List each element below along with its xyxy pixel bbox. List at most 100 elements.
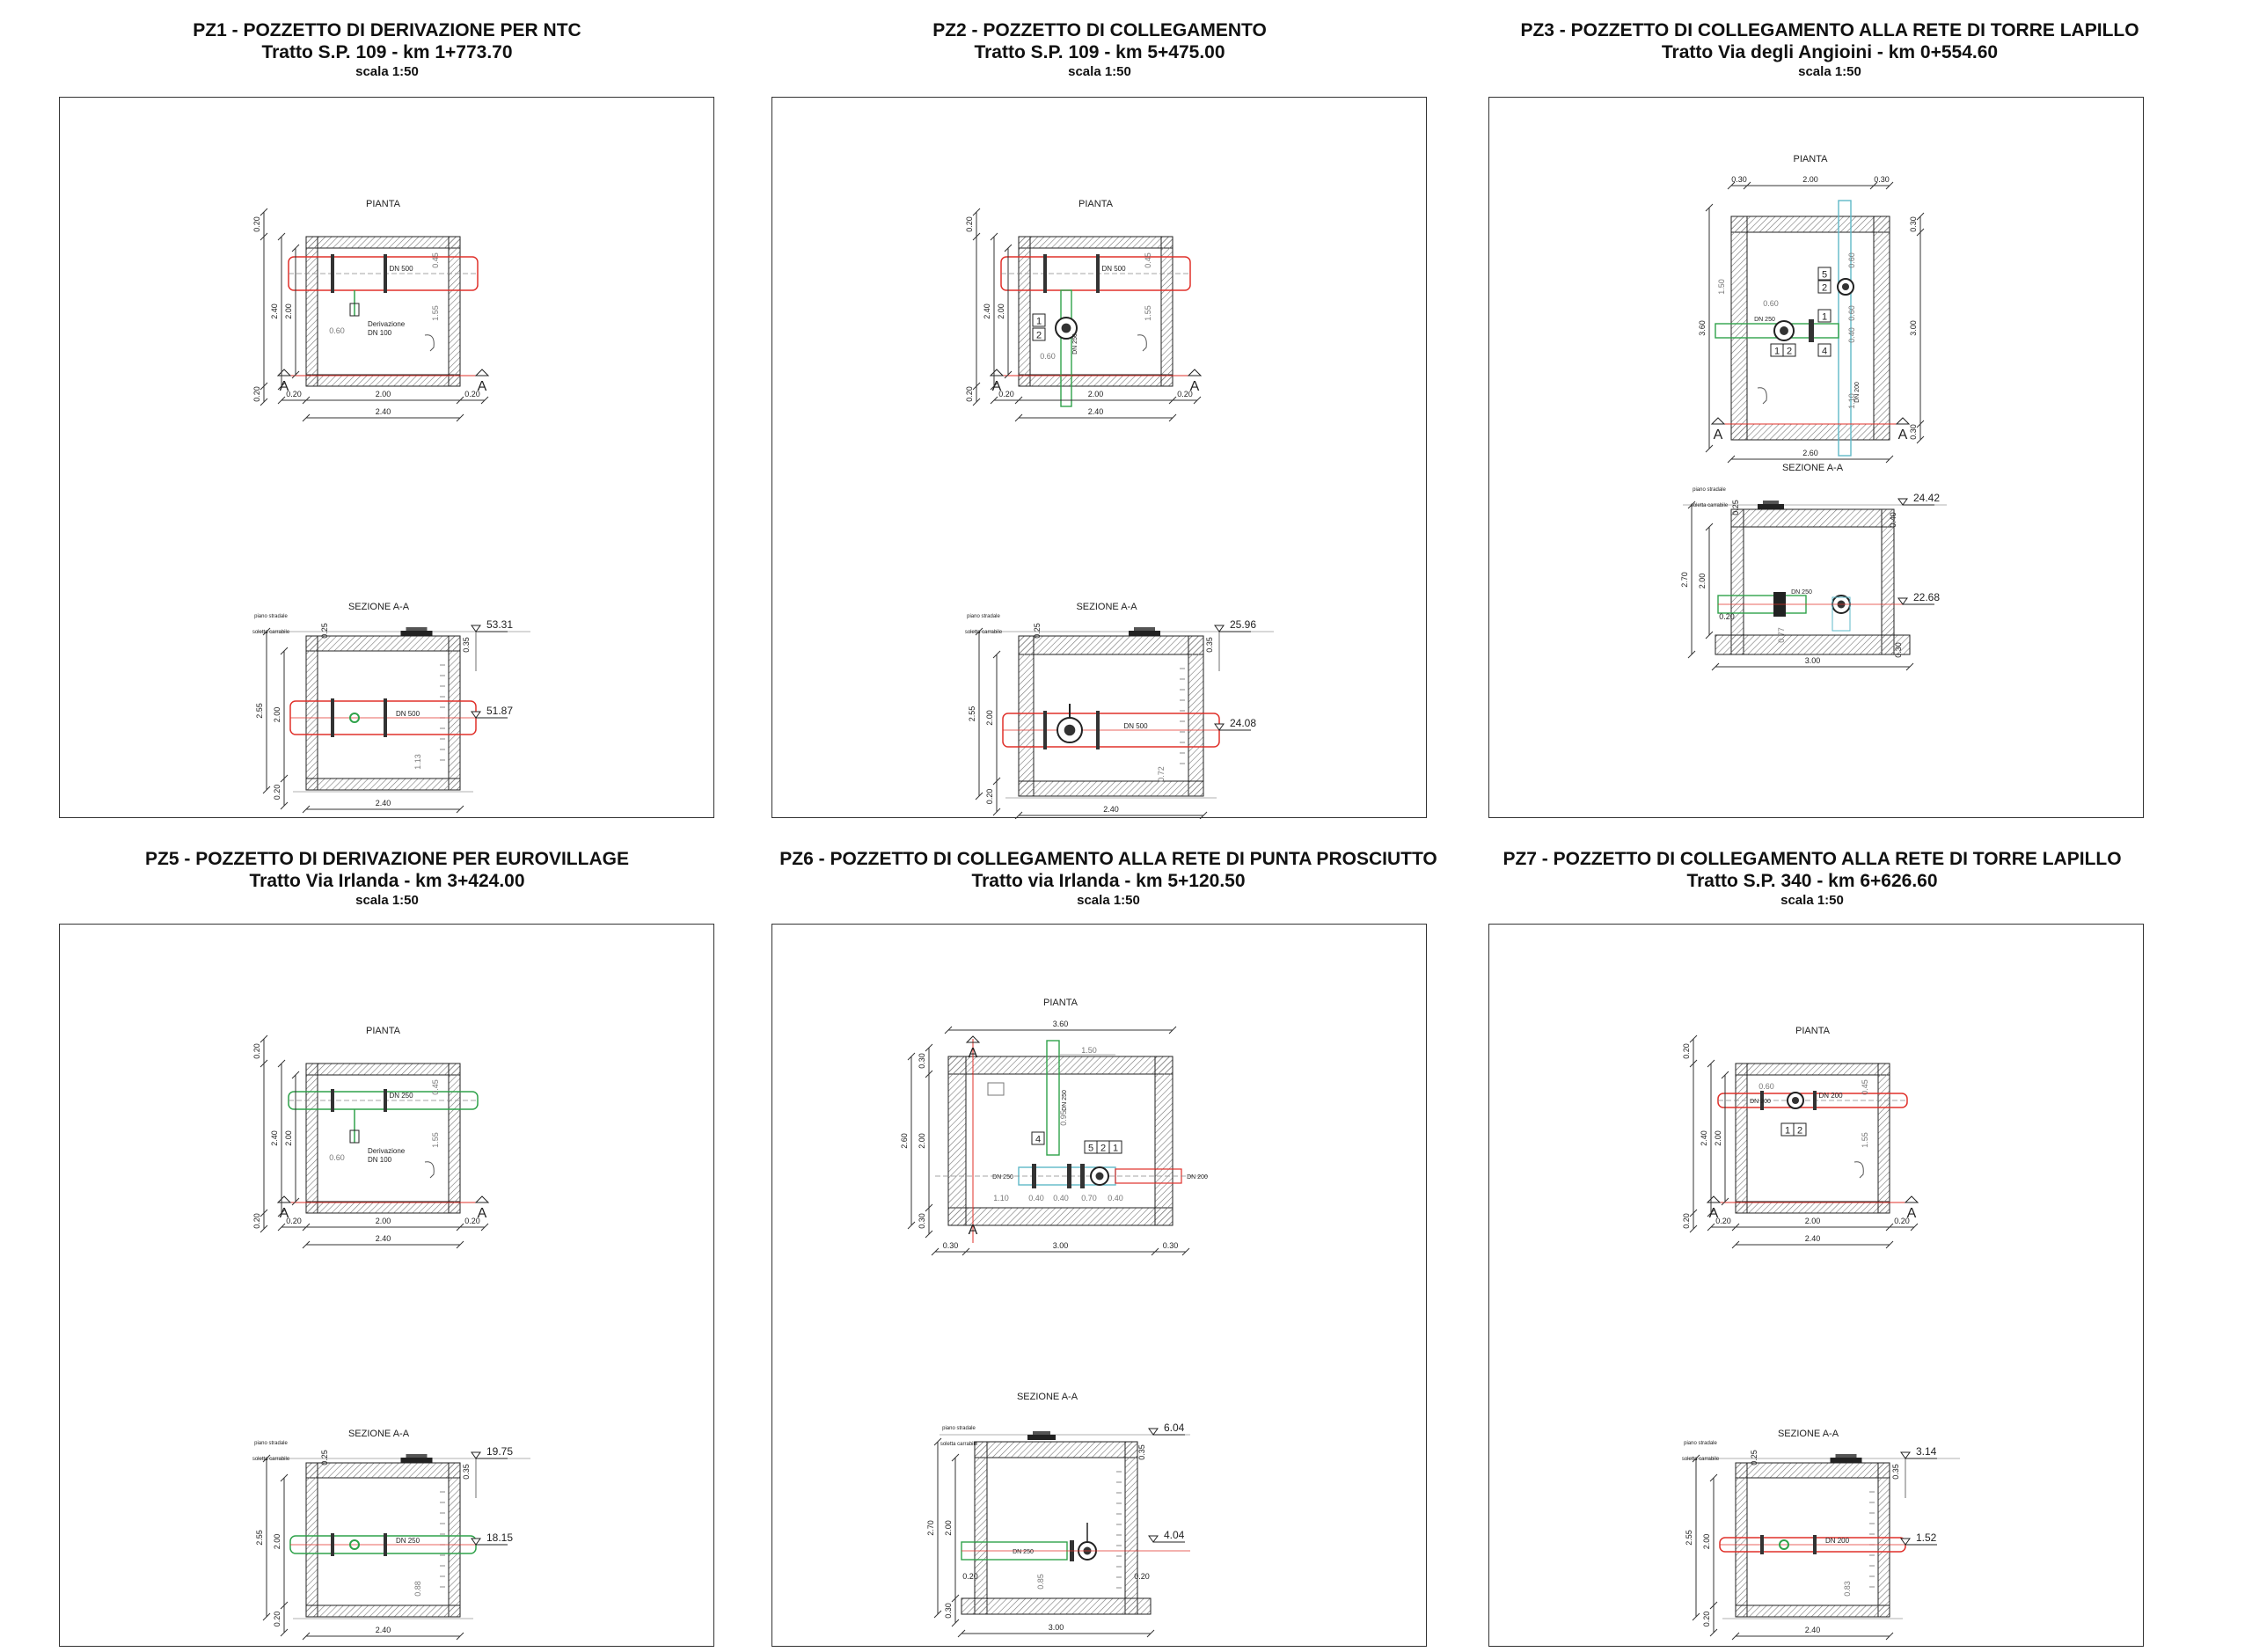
section-flange <box>384 698 387 737</box>
section-pipe-label: DN 500 <box>1123 722 1148 730</box>
offset-dim: 0.60 <box>1763 299 1779 308</box>
plan-vdim-total-tick <box>1707 1059 1715 1068</box>
panel-pz7: PZ7 - POZZETTO DI COLLEGAMENTO ALLA RETE… <box>1478 846 2146 1651</box>
section-label: SEZIONE A-A <box>348 602 410 612</box>
item-tag-number: 4 <box>1035 1135 1041 1145</box>
level-top-triangle <box>1900 1451 1911 1459</box>
plan-vdim-inner-label: 2.00 <box>284 1130 293 1146</box>
plan-vdim-tick <box>972 398 981 406</box>
level-pipe-triangle <box>1214 723 1225 731</box>
step-symbol <box>1854 1161 1864 1179</box>
item-tag-number: 5 <box>1822 270 1827 281</box>
wall-hatch <box>1018 635 1204 655</box>
plan-vdim-inner-tick <box>1721 1197 1729 1206</box>
side-dim: 0.20 <box>1719 612 1735 621</box>
plan-vdim-right-label: 0.30 <box>1909 216 1918 232</box>
plan-label: PIANTA <box>366 1026 401 1036</box>
item-tag-box <box>1031 1131 1045 1145</box>
plan-hdim-top-label: 0.30 <box>1874 175 1890 184</box>
slab-dim: 0.35 <box>462 1464 471 1480</box>
offset-dim: 0.60 <box>1040 352 1056 361</box>
wall-hatch <box>305 1063 461 1076</box>
panel-scale: scala 1:50 <box>355 64 419 79</box>
section-interior <box>317 650 450 779</box>
plan-hdim-top-tick <box>1869 181 1878 190</box>
plan-vdim-right-tick <box>1916 212 1925 221</box>
plan-hdim-label: 0.20 <box>286 1217 302 1225</box>
wall-hatch <box>947 1056 1174 1075</box>
section-vdim-total-tick <box>975 627 983 636</box>
panel-scale: scala 1:50 <box>355 893 419 908</box>
level-pipe-triangle <box>1900 1538 1911 1546</box>
plan-vdim-total-tick <box>907 1052 916 1061</box>
manhole-frame <box>1033 1431 1050 1435</box>
section-hdim-tick <box>456 805 464 814</box>
bottom-dim: 0.30 <box>1894 642 1903 658</box>
pipe-height-dim: 0.83 <box>1843 1581 1852 1597</box>
side-dim-left: 0.20 <box>962 1572 978 1581</box>
plan-hdim-top-label: 2.00 <box>1802 175 1818 184</box>
section-vdim-total-label: 2.55 <box>255 1530 264 1546</box>
wall-hatch <box>305 1063 318 1214</box>
section-flange <box>384 1533 387 1556</box>
wall-hatch <box>448 1063 461 1214</box>
plan-vdim-inner-label: 2.00 <box>284 303 293 319</box>
plan-vdim-inner-tick <box>291 370 300 379</box>
section-label: SEZIONE A-A <box>1782 463 1844 473</box>
wall-hatch <box>305 236 461 249</box>
section-flange <box>1813 1535 1817 1554</box>
level-top-value: 53.31 <box>486 618 513 631</box>
wall-hatch <box>1881 508 1895 655</box>
plan-hdim-tick <box>1885 1223 1894 1232</box>
axis-dim-a: 1.50 <box>1717 279 1726 295</box>
wall-hatch <box>1730 216 1748 441</box>
plan-vdim-total-tick <box>1707 1209 1715 1217</box>
outlet-pipe-label: DN 200 <box>1187 1174 1208 1181</box>
panel-pz6: PZ6 - POZZETTO DI COLLEGAMENTO ALLA RETE… <box>757 846 1460 1651</box>
chamber-interior <box>1029 247 1162 376</box>
plan-hdim-total-tick <box>1014 413 1023 422</box>
pipe-flange <box>1080 1164 1085 1188</box>
panel-subtitle: Tratto Via Irlanda - km 3+424.00 <box>249 871 525 891</box>
plan-vdim-total-tick <box>277 232 286 241</box>
valve-hub <box>1064 724 1076 736</box>
plan-vdim-tick <box>260 382 268 391</box>
cover-dim: 0.25 <box>1033 623 1042 639</box>
section-mark-letter: A <box>969 1046 978 1061</box>
wall-hatch <box>1735 1462 1890 1479</box>
wall-hatch <box>1124 1441 1138 1615</box>
level-pipe-triangle <box>1897 597 1908 605</box>
axis-dim-a: 1.55 <box>1144 305 1152 321</box>
section-vdim-total-tick <box>1692 1454 1700 1463</box>
panel-title: PZ7 - POZZETTO DI COLLEGAMENTO ALLA RETE… <box>1503 849 2122 869</box>
section-vdim-total-tick <box>262 1612 271 1621</box>
plan-hdim-tick <box>277 1223 286 1232</box>
level-top-value: 6.04 <box>1164 1422 1185 1434</box>
plan-vdim-tick <box>1689 1034 1698 1043</box>
section-vdim-total-label: 2.55 <box>255 703 264 719</box>
item-tag-number: 2 <box>1036 331 1042 341</box>
road-label: piano stradale <box>942 1426 976 1431</box>
step-symbol <box>424 334 435 352</box>
step-symbol <box>1137 334 1147 352</box>
manhole-cover <box>400 1458 433 1463</box>
section-arrow <box>1187 369 1203 376</box>
step-symbol <box>424 1161 435 1179</box>
plan-vdim-total-tick <box>990 382 998 391</box>
item-tag-number: 5 <box>1088 1144 1093 1154</box>
section-flange <box>331 1533 334 1556</box>
pipe-flange <box>1096 254 1100 293</box>
section-hdim-tick <box>302 805 311 814</box>
plan-vdim-tick <box>925 1203 933 1212</box>
pipe-height-dim: 0.88 <box>413 1581 422 1597</box>
pipe-flange <box>331 254 334 293</box>
wall-hatch <box>1018 374 1174 387</box>
cover-dim: 0.25 <box>320 1450 329 1466</box>
side-dim-right: 0.20 <box>1134 1572 1150 1581</box>
wall-hatch <box>305 635 461 652</box>
plan-vdim-label: 0.20 <box>252 1213 261 1229</box>
item-tag-box <box>1817 267 1832 281</box>
